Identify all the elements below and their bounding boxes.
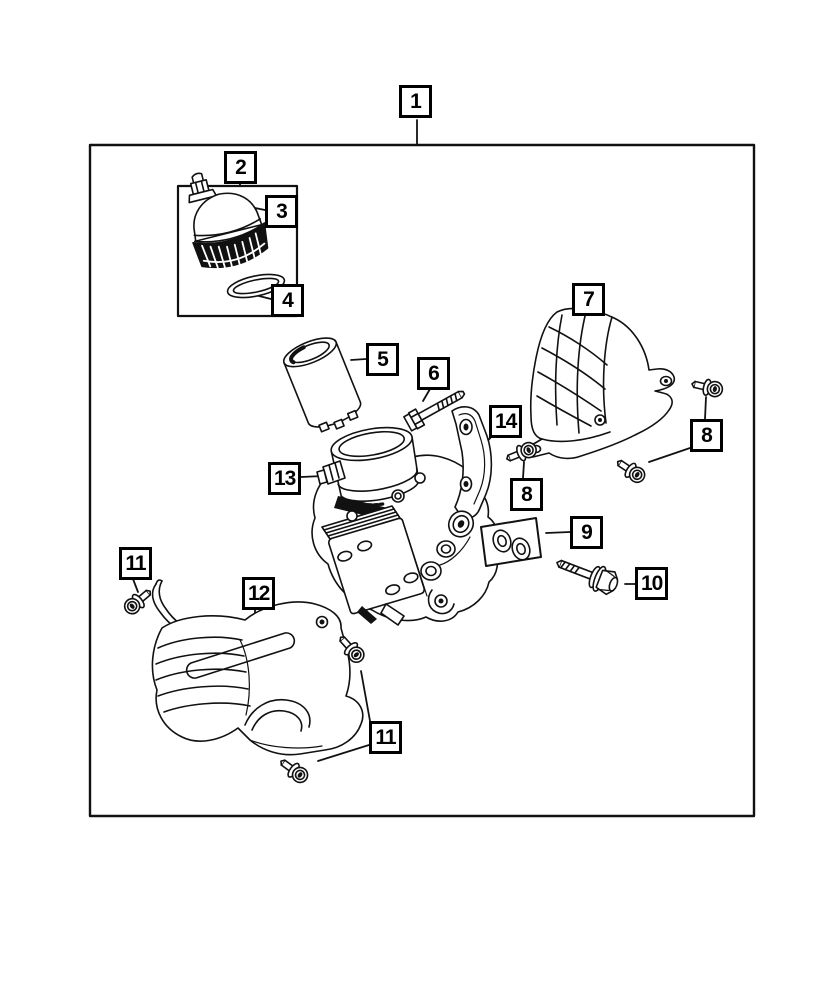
callout-6-box[interactable]: 6 [417,357,450,390]
callout-12-box[interactable]: 12 [242,577,276,610]
screw-8-mid-drawing [503,439,540,468]
side-bracket-14-drawing [451,406,493,519]
callout-11-bottom-box[interactable]: 11 [369,721,402,754]
callout-9-box[interactable]: 9 [570,516,603,549]
screw-11-left-drawing [120,584,157,618]
cap-kit-box-frame [176,184,299,318]
callout-13-box[interactable]: 13 [268,462,302,495]
mounting-bolt-6-drawing [403,390,466,432]
callout-3-box[interactable]: 3 [265,195,298,228]
oil-filter-housing-assembly-drawing [311,406,499,626]
hex-flange-bolt-10-drawing [556,559,619,596]
screw-11-bottom-drawing [275,753,312,787]
oil-filter-cartridge-drawing [282,337,362,433]
callout-5-box[interactable]: 5 [366,343,399,376]
screw-8-top-right-drawing [689,375,725,400]
callout-10-box[interactable]: 10 [635,567,669,600]
callout-2-box[interactable]: 2 [224,151,257,184]
seal-kit-drawing [480,517,542,567]
callout-8-right-box[interactable]: 8 [690,419,723,452]
callout-1-box[interactable]: 1 [399,85,432,118]
assembly-boundary-frame [88,143,756,818]
callout-4-box[interactable]: 4 [271,284,304,317]
callout-14-box[interactable]: 14 [489,405,523,438]
screw-8-lower-right-drawing [612,454,649,487]
callout-8-mid-box[interactable]: 8 [510,478,543,511]
callout-11-left-box[interactable]: 11 [119,547,152,580]
oil-filter-cap-drawing [188,172,269,269]
heat-shield-drawing [525,307,676,460]
leader-lines [132,119,707,762]
support-bracket-12-drawing [151,579,364,756]
callout-7-box[interactable]: 7 [572,283,605,316]
cap-o-ring-drawing [226,273,286,299]
